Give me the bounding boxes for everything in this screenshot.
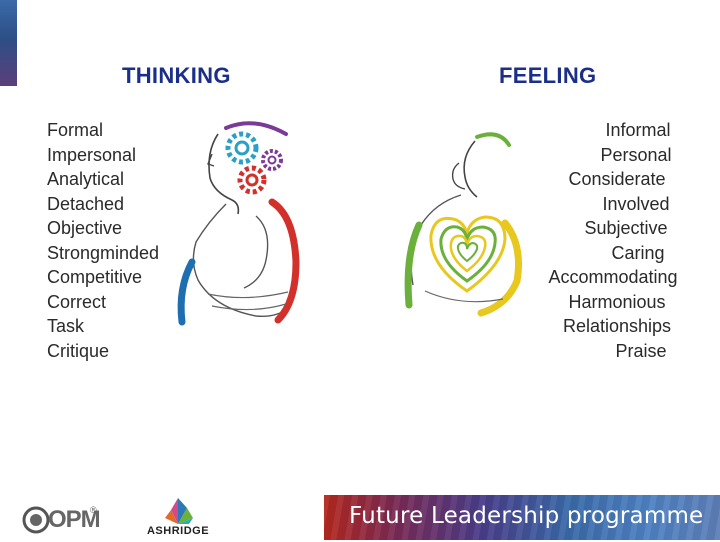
feeling-item: Informal [605,120,671,140]
thinking-head-gears-illustration [177,121,300,326]
opm-logo: OPM ® [22,503,101,537]
thinking-item: Competitive [47,267,143,287]
gear-icon [261,149,283,171]
thinking-item: Analytical [47,169,125,189]
gear-icon [237,165,267,195]
thinking-item: Formal [47,120,104,140]
feeling-item: Personal [600,144,672,165]
feeling-item: Relationships [562,316,672,336]
thinking-item: Correct [47,291,107,312]
feeling-item: Harmonious [568,291,666,312]
feeling-item: Considerate [568,169,666,189]
feeling-item: Accommodating [548,267,678,287]
corner-accent-strip [0,0,17,86]
feeling-item: Praise [615,340,667,361]
feeling-item: Subjective [584,218,668,238]
thinking-item: Detached [47,193,125,214]
feeling-heading: FEELING [499,63,597,88]
heart-icon [429,215,507,293]
ashridge-logo-text: ASHRIDGE [146,525,210,537]
feeling-item: Caring [611,242,665,263]
thinking-item: Objective [47,218,123,238]
gear-icon [225,131,259,165]
banner-title: Future Leadership programme [349,503,704,529]
ashridge-leaf-icon [165,498,193,524]
programme-banner: Future Leadership programme [324,495,720,540]
thinking-item: Impersonal [47,144,137,165]
thinking-heading: THINKING [122,63,231,88]
registered-mark: ® [90,505,97,515]
opm-logo-text: OPM [48,506,101,533]
feeling-item: Involved [602,193,670,214]
thinking-item: Task [47,316,85,336]
feeling-heart-illustration [404,132,522,317]
feeling-word-list: Informal Personal Considerate Involved S… [520,118,706,363]
opm-logo-mark [22,506,50,534]
thinking-word-list: Formal Impersonal Analytical Detached Ob… [47,118,177,363]
thinking-item: Strongminded [47,242,160,263]
thinking-item: Critique [47,340,110,361]
ashridge-logo: ASHRIDGE [143,494,213,538]
